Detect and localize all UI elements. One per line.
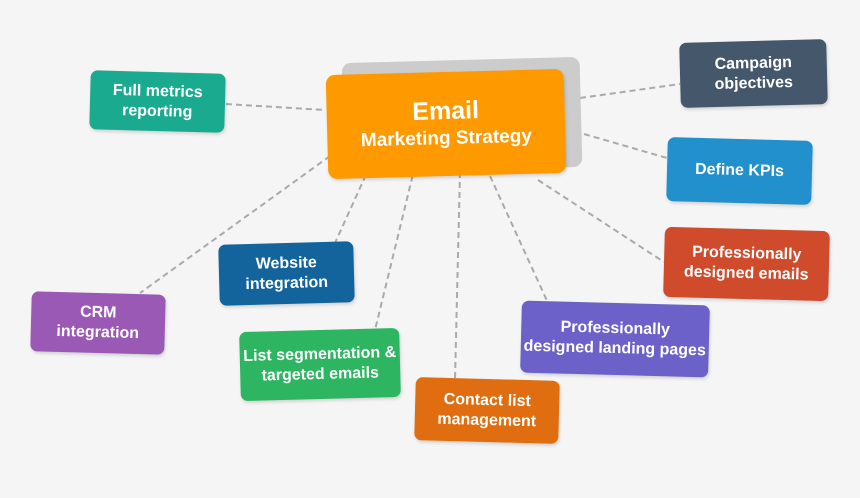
node-label-line: integration — [56, 322, 140, 343]
node-define-kpis: Define KPIs — [666, 137, 813, 205]
connector-contact-list-management — [454, 171, 461, 380]
center-subtitle: Marketing Strategy — [360, 125, 533, 152]
connector-list-segmentation — [374, 165, 416, 331]
node-label-line: management — [437, 410, 537, 430]
node-label-line: objectives — [714, 73, 794, 93]
node-label-line: Full metrics — [112, 81, 203, 101]
node-list-segmentation: List segmentation &targeted emails — [239, 327, 401, 402]
node-label-line: Contact list — [443, 390, 532, 410]
center-node: Email Marketing Strategy — [325, 68, 567, 180]
node-label-line: Define KPIs — [694, 160, 785, 181]
connector-campaign-objectives — [579, 83, 681, 99]
node-label-line: integration — [245, 273, 329, 293]
node-label-line: CRM — [79, 303, 117, 322]
node-label-line: designed landing pages — [523, 337, 707, 360]
connector-define-kpis — [583, 133, 668, 159]
connector-full-metrics-reporting — [225, 103, 326, 111]
node-label-line: Website — [255, 253, 317, 273]
connector-website-integration — [334, 165, 371, 244]
node-label-line: Campaign — [714, 53, 793, 73]
connector-crm-integration — [139, 155, 331, 294]
node-label-line: designed emails — [683, 263, 809, 284]
node-label-line: targeted emails — [261, 363, 380, 385]
node-label-line: reporting — [121, 101, 193, 121]
connector-professionally-designed-landing-pages — [489, 175, 549, 304]
center-title: Email — [411, 96, 480, 126]
connector-professionally-designed-emails — [537, 179, 665, 263]
